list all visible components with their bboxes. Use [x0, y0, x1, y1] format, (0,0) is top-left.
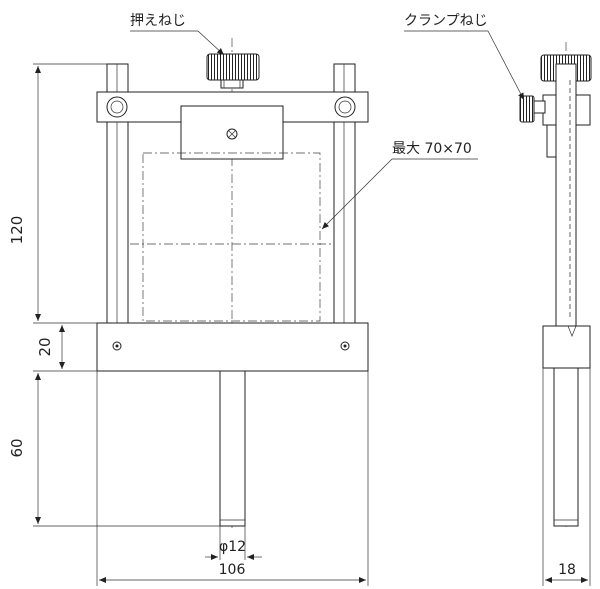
side-post — [555, 63, 577, 327]
max-workpiece-outline — [142, 152, 321, 322]
press-screw-knob — [206, 53, 260, 81]
side-base-block — [542, 325, 591, 369]
base-block — [96, 322, 369, 372]
clamp-screw-shaft — [532, 100, 546, 114]
max-size-label: 最大 70×70 — [392, 141, 472, 157]
diameter-label: φ12 — [219, 539, 246, 555]
side-view — [519, 42, 592, 530]
clamp-screw-label: クランプねじ — [404, 13, 488, 29]
dim-106-label: 106 — [219, 562, 246, 578]
front-view — [96, 38, 369, 530]
annotations: 押えねじ クランプねじ 最大 70×70 — [130, 13, 525, 230]
dim-20-label: 20 — [36, 337, 54, 356]
dimensions: 120 20 60 φ12 106 18 — [8, 63, 591, 586]
dim-120-label: 120 — [8, 216, 26, 245]
press-screw-neck — [220, 79, 244, 89]
press-screw-label: 押えねじ — [130, 13, 186, 29]
clamp-screw-knob — [519, 95, 535, 123]
side-mounting-rod — [553, 367, 579, 527]
dim-18-label: 18 — [558, 562, 576, 578]
mounting-rod — [219, 370, 246, 527]
right-bushing — [334, 96, 356, 118]
left-bushing — [106, 96, 128, 118]
dim-60-label: 60 — [8, 438, 26, 457]
